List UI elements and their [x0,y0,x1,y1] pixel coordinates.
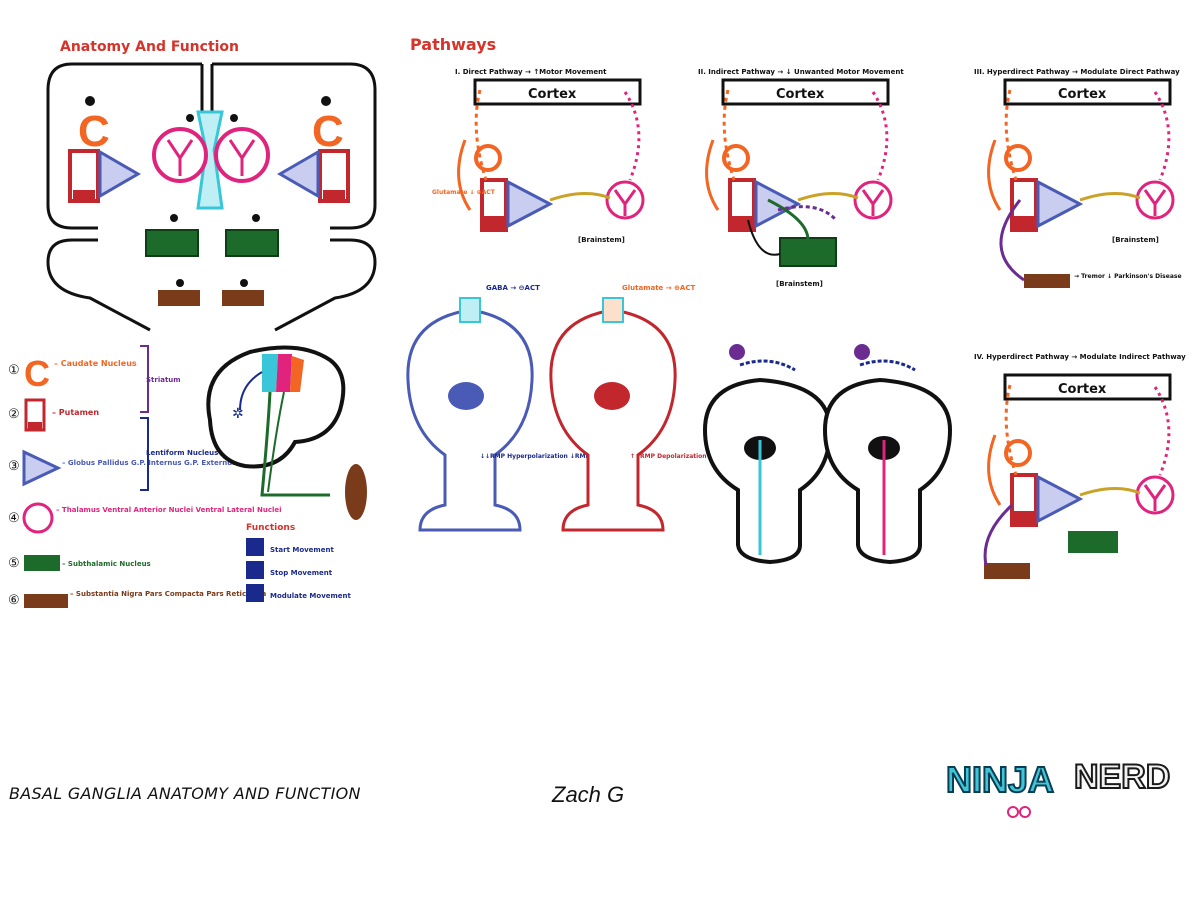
caudate-left: C [78,107,110,156]
striatum-label: Striatum [146,376,181,384]
svg-text:[Brainstem]: [Brainstem] [1112,236,1159,244]
signature: Zach G [551,782,624,807]
pathway-indirect: II. Indirect Pathway → ↓ Unwanted Motor … [698,68,904,288]
thalamus-right [214,127,270,183]
neuron-gaba: GABA → ⊖ACT ↓↓RMP Hyperpolarization ↓RMP [406,284,590,532]
svg-text:Cortex: Cortex [528,87,577,102]
svg-text:⑤: ⑤ [8,555,20,570]
svg-text:C: C [24,353,50,394]
legend-subthalamic: – Subthalamic Nucleus [62,560,151,568]
thalamus-left [152,127,208,183]
function-modulate: Modulate Movement [270,592,352,600]
substantia-nigra [158,279,264,306]
legend: ① C – Caudate Nucleus ② – Putamen ③ – Gl… [8,345,282,608]
p1-title: I. Direct Pathway → ↑Motor Movement [455,68,607,76]
svg-text:[Brainstem]: [Brainstem] [578,236,625,244]
ninja-nerd-logo: NINJA NERD [945,757,1171,818]
pathways-title: Pathways [410,35,496,54]
legend-thalamus: – Thalamus Ventral Anterior Nuclei Ventr… [56,506,282,514]
svg-text:NINJA: NINJA [946,759,1054,800]
neuron-glutamate: Glutamate → ⊕ACT ↑↑RMP Depolarization ↑R… [549,284,729,532]
svg-text:Glutamate → ⊕ACT: Glutamate → ⊕ACT [622,284,695,292]
function-stop: Stop Movement [270,569,333,577]
subthalamic-nuclei [145,214,279,257]
sagittal-brain: ✲ [206,345,367,520]
globus-pallidus-left [98,149,141,199]
svg-text:↓↓RMP Hyperpolarization ↓RMP: ↓↓RMP Hyperpolarization ↓RMP [480,453,590,460]
svg-text:↑↑RMP Depolarization ↑RMP: ↑↑RMP Depolarization ↑RMP [630,453,729,460]
svg-text:[Brainstem]: [Brainstem] [776,280,823,288]
svg-text:②: ② [8,406,20,421]
pathway-hyperdirect-indirect: IV. Hyperdirect Pathway → Modulate Indir… [974,353,1186,579]
pathway-hyperdirect-direct: III. Hyperdirect Pathway → Modulate Dire… [974,68,1182,288]
svg-text:③: ③ [8,458,20,473]
p2-title: II. Indirect Pathway → ↓ Unwanted Motor … [698,68,904,76]
p3-title: III. Hyperdirect Pathway → Modulate Dire… [974,68,1180,76]
svg-text:①: ① [8,362,20,377]
anatomy-title: Anatomy And Function [60,39,239,55]
globus-pallidus-right [277,149,320,199]
legend-putamen: – Putamen [52,408,99,417]
svg-text:④: ④ [8,510,20,525]
function-start: Start Movement [270,546,334,554]
legend-globus: – Globus Pallidus G.P. Internus G.P. Ext… [62,459,236,467]
page-title: BASAL GANGLIA ANATOMY AND FUNCTION [9,784,361,803]
coronal-section [46,62,377,332]
svg-text:Cortex: Cortex [1058,87,1107,102]
neuron-dopamine-d2 [822,344,953,565]
functions-list: Functions Start Movement Stop Movement M… [246,523,352,602]
svg-text:Glutamate ↓ ⊕ACT: Glutamate ↓ ⊕ACT [432,189,496,196]
pathway-direct: I. Direct Pathway → ↑Motor Movement Cort… [432,68,645,244]
legend-nigra: – Substantia Nigra Pars Compacta Pars Re… [70,590,267,598]
legend-caudate: – Caudate Nucleus [54,359,137,368]
caudate-right: C [312,107,344,156]
svg-text:→ Tremor ↓ Parkinson's Disease: → Tremor ↓ Parkinson's Disease [1074,273,1182,280]
svg-text:⑥: ⑥ [8,592,20,607]
svg-text:Cortex: Cortex [776,87,825,102]
lentiform-label: Lentiform Nucleus [146,449,218,457]
svg-text:✲: ✲ [232,405,244,421]
svg-text:GABA → ⊖ACT: GABA → ⊖ACT [486,284,540,292]
svg-text:NERD: NERD [1074,758,1170,796]
neuron-dopamine-d1 [702,344,833,565]
functions-title: Functions [246,523,295,533]
p4-title: IV. Hyperdirect Pathway → Modulate Indir… [974,353,1186,361]
svg-text:Cortex: Cortex [1058,382,1107,397]
